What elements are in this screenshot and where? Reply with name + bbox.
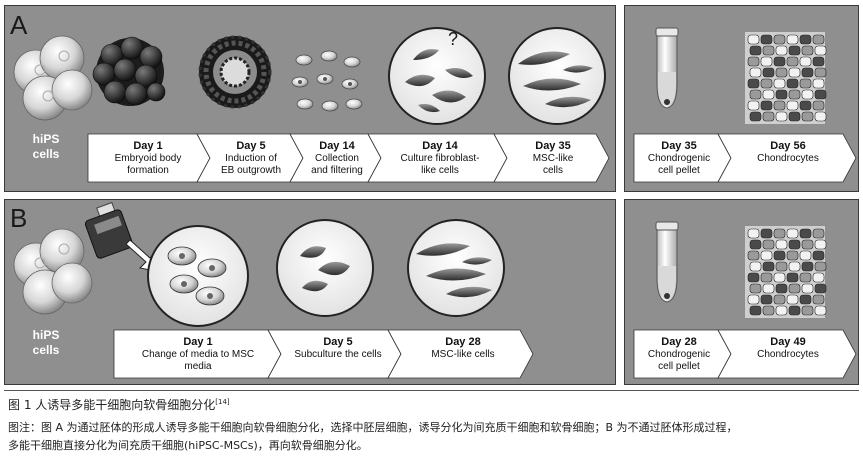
msc-dish-b-icon [407,219,505,317]
question-mark: ? [448,29,459,49]
tube-a-icon [655,27,679,109]
chondrocytes-b-icon [745,226,827,318]
msc-dish-a-icon [508,27,606,125]
figure-caption-title: 图 1 人诱导多能干细胞向软骨细胞分化[14] [8,398,230,412]
figure-caption-line2: 多能干细胞直接分化为间充质干细胞(hiPSC-MSCs)，再向软骨细胞分化。 [8,439,368,452]
hips-cells-b-icon [13,228,93,315]
tube-b-icon [655,221,679,303]
hips-cells-a-icon [13,35,93,121]
media-change-dish-icon [147,225,249,327]
embryoid-body-icon [92,36,166,106]
caption-separator [4,390,859,391]
hips-label-a: hiPS cells [32,132,60,161]
fibroblast-dish-icon [388,27,486,125]
panel-b-letter: B [10,203,28,233]
subculture-dish-icon [276,219,374,317]
eb-outgrowth-icon [198,35,272,109]
caption-reference: [14] [215,398,230,406]
steps-b-arrows [113,329,857,379]
figure-caption-line1: 图注：图 A 为通过胚体的形成人诱导多能干细胞向软骨细胞分化，选择中胚层细胞，诱… [8,421,738,434]
chondrocytes-a-icon [745,32,827,124]
panel-a-letter: A [10,10,28,40]
steps-a-arrows [87,133,857,183]
media-bottle-icon [84,201,134,259]
collected-cells-icon [291,50,363,112]
hips-label-b: hiPS cells [32,328,60,357]
